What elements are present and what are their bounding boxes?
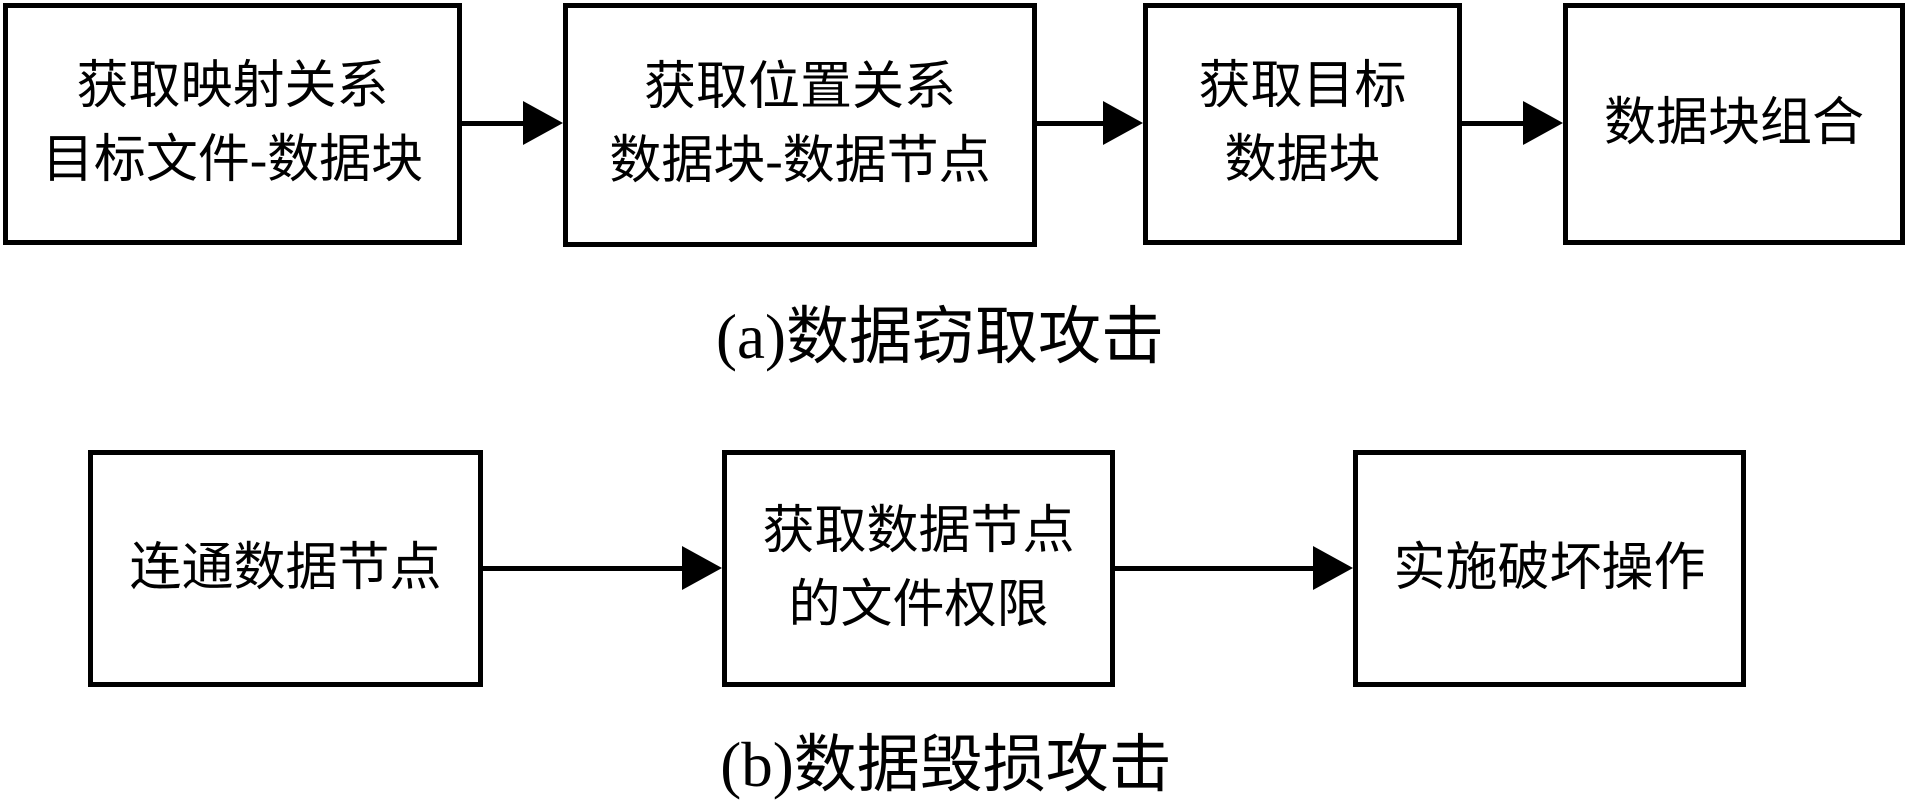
arrow-head — [523, 101, 563, 145]
arrow-shaft — [1037, 120, 1103, 126]
arrow-right-icon — [1462, 101, 1563, 145]
arrow-right-icon — [462, 101, 563, 145]
arrow-right-icon — [1115, 546, 1353, 590]
arrow-head — [1313, 546, 1353, 590]
flow-a-step-2-box: 获取位置关系 数据块-数据节点 — [563, 3, 1037, 247]
flow-b-step-3-box: 实施破坏操作 — [1353, 450, 1746, 687]
flow-b-step-2-box: 获取数据节点 的文件权限 — [722, 450, 1115, 687]
arrow-head — [1103, 101, 1143, 145]
flow-a-step-1-box: 获取映射关系 目标文件-数据块 — [3, 3, 462, 245]
arrow-right-icon — [1037, 101, 1143, 145]
arrow-head — [682, 546, 722, 590]
arrow-shaft — [462, 120, 523, 126]
arrow-shaft — [1115, 565, 1313, 571]
arrow-shaft — [1462, 120, 1523, 126]
arrow-right-icon — [483, 546, 722, 590]
flow-b-caption: (b)数据毁损攻击 — [720, 730, 1172, 800]
flow-a-caption: (a)数据窃取攻击 — [716, 302, 1164, 372]
flow-a-step-3-box: 获取目标 数据块 — [1143, 3, 1462, 245]
flow-a-step-4-box: 数据块组合 — [1563, 3, 1905, 245]
arrow-shaft — [483, 565, 682, 571]
arrow-head — [1523, 101, 1563, 145]
flow-b-step-1-box: 连通数据节点 — [88, 450, 483, 687]
